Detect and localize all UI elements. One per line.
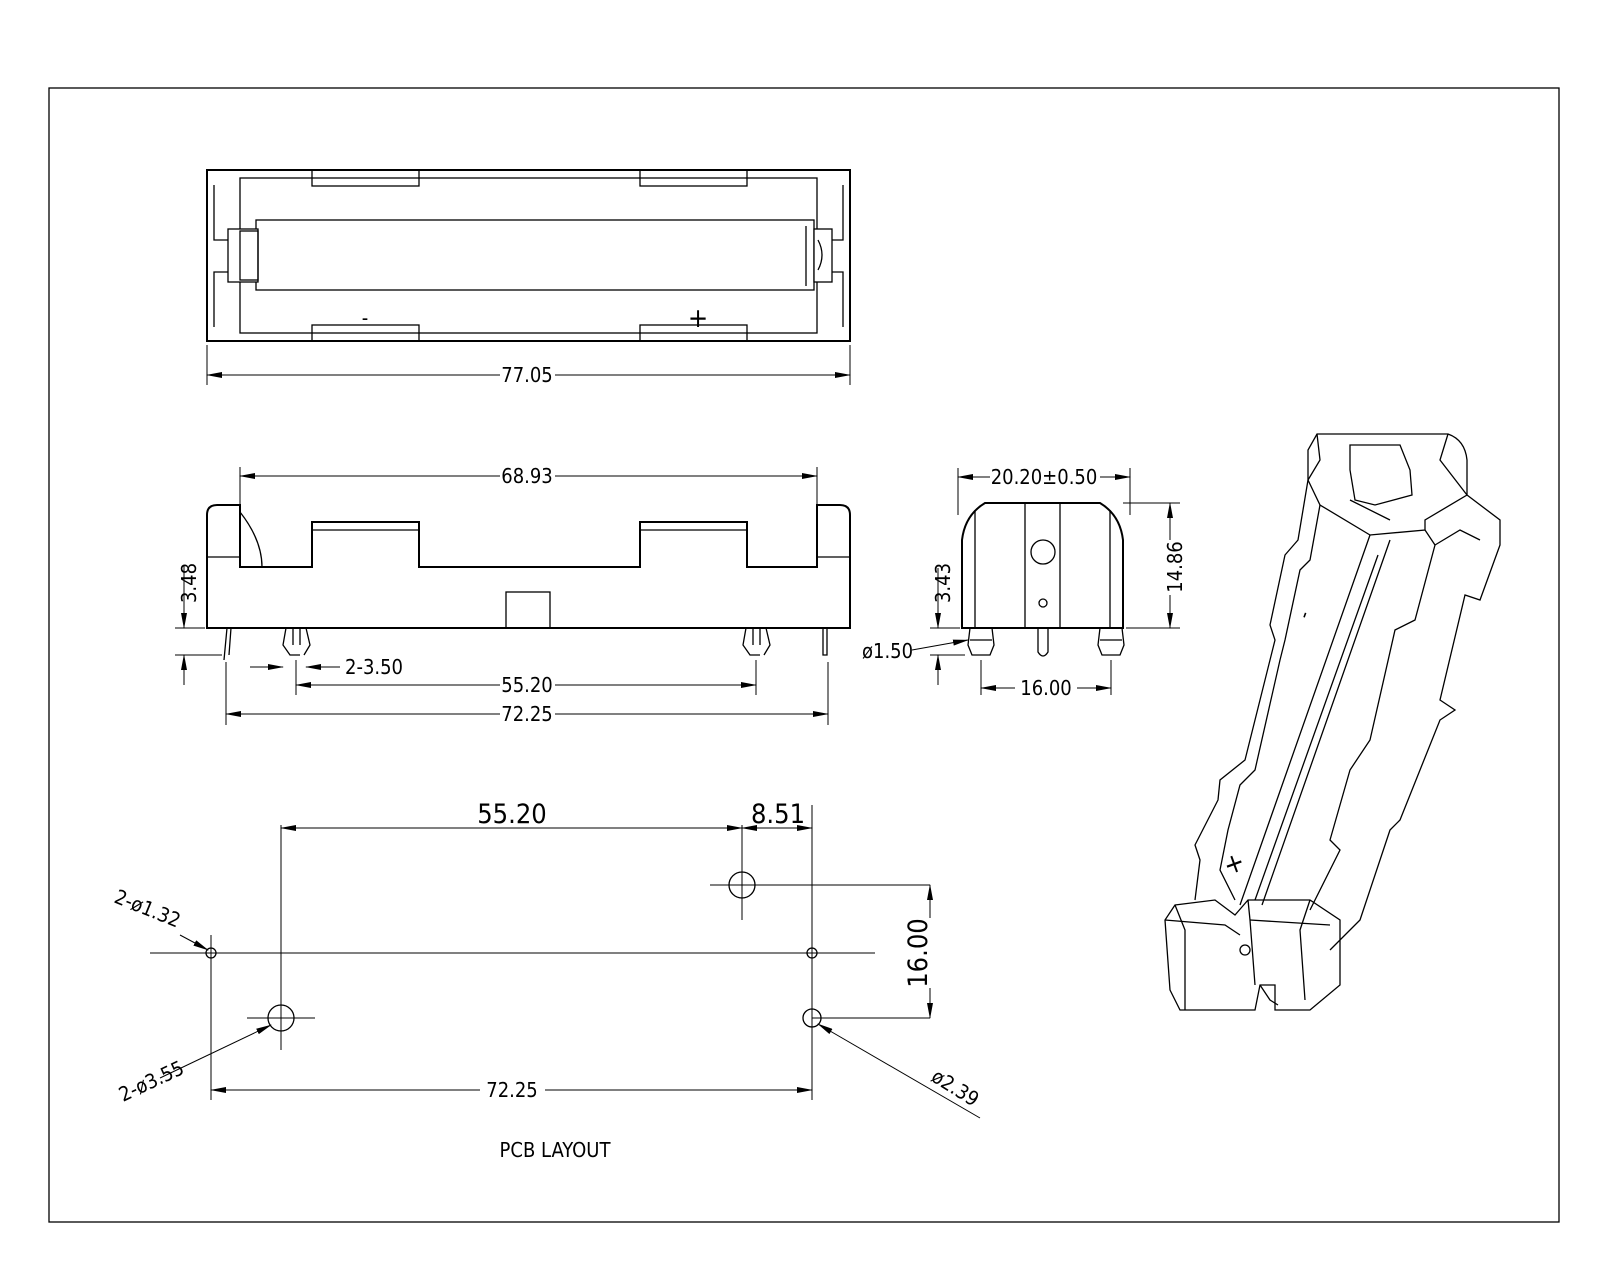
pcb-layout-title: PCB LAYOUT: [500, 1138, 612, 1162]
dim-dia-1-50: ø1.50: [862, 639, 913, 663]
drawing-border: [48, 87, 1560, 1223]
top-view-neg-mark: -: [362, 306, 369, 330]
dim-3-43: 3.43: [931, 563, 955, 603]
hole-large-right: [728, 871, 756, 899]
dim-side-72-25: 72.25: [501, 702, 553, 726]
dim-3-48: 3.48: [177, 563, 201, 603]
label-2-dia-1-32: 2-ø1.32: [111, 884, 184, 932]
top-view-pos-mark: +: [688, 303, 708, 334]
top-view: - +: [206, 169, 851, 342]
dim-20-20: 20.20±0.50: [991, 465, 1098, 489]
dim-2-3-50: 2-3.50: [345, 655, 403, 679]
dim-77-05: 77.05: [501, 363, 553, 387]
hole-small-right: [806, 947, 818, 959]
dim-pcb-8-51: 8.51: [751, 799, 805, 830]
hole-small-left: [205, 947, 217, 959]
label-2-dia-3-55: 2-ø3.55: [115, 1056, 188, 1107]
dim-pcb-72-25: 72.25: [486, 1078, 538, 1102]
side-view: 68.93 3.48 2-3.50 55.20: [175, 464, 851, 726]
dim-end-16-00: 16.00: [1020, 676, 1072, 700]
hole-large-left: [267, 1004, 295, 1032]
isometric-view: - +: [1164, 433, 1501, 1011]
hole-mid: [802, 1008, 822, 1028]
dim-pcb-55-20: 55.20: [477, 799, 547, 830]
dim-pcb-16-00: 16.00: [903, 918, 934, 988]
pcb-layout: 55.20 8.51 16.00 72.25 2-ø1.32 2-ø3.55 ø…: [111, 799, 983, 1162]
dim-68-93: 68.93: [501, 464, 553, 488]
dim-overall-length: 77.05: [206, 345, 851, 387]
dim-side-55-20: 55.20: [501, 673, 553, 697]
dim-14-86: 14.86: [1163, 541, 1187, 593]
end-view: 20.20±0.50 14.86 3.43 ø1.50 16.00: [862, 465, 1187, 700]
iso-neg-mark: -: [1291, 607, 1316, 621]
